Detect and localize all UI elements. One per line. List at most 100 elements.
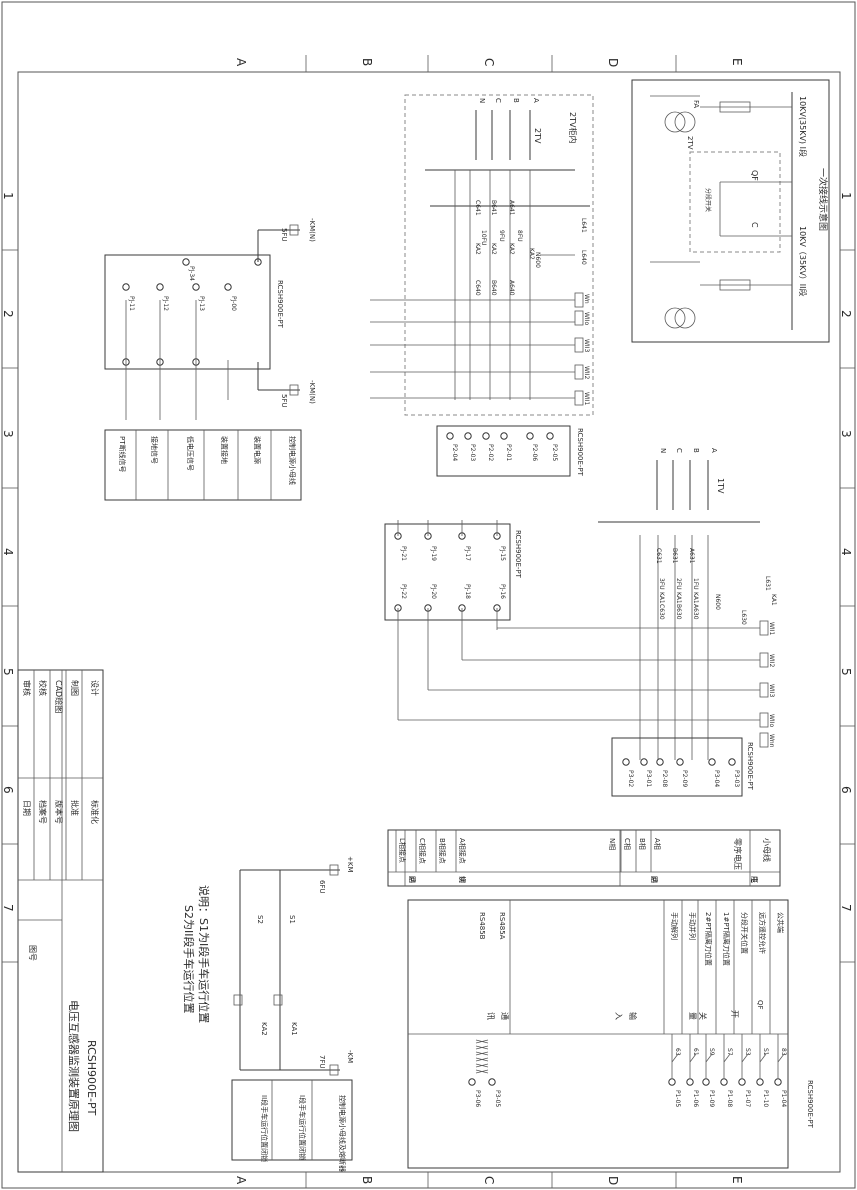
tv1-fuse-1: B631 — [671, 548, 678, 564]
io-comm-0: RS485A — [498, 912, 506, 940]
legend-phase-2: C相 — [623, 838, 632, 850]
tv1-terminal-2 — [656, 758, 664, 766]
left-contact-2: PJ-12 — [162, 296, 169, 311]
zone-bottom-B: B — [360, 1176, 374, 1184]
tv1-contact-2: KA1 — [658, 592, 665, 604]
left-contact-0: PJ-34 — [188, 266, 195, 281]
legend-side-7: 路 — [408, 876, 417, 883]
tv1-terminal-label-5: P3-03 — [733, 770, 740, 787]
io-label-6: 63 — [674, 1048, 681, 1056]
row-left-7: 7 — [1, 904, 15, 912]
cab-bus-1: WIIo — [583, 312, 590, 325]
io-point-label-2: P1-07 — [744, 1090, 751, 1107]
io-comm-term-label-1: P3-06 — [474, 1090, 481, 1107]
io-point-0 — [774, 1078, 782, 1086]
io-point-3 — [720, 1078, 728, 1086]
cab-terminal-label-2: P2-02 — [487, 444, 494, 461]
io-side-0: 开 — [730, 1010, 739, 1018]
tb-left-3: 校核 — [38, 680, 48, 696]
legend-side-3: 路 — [650, 876, 659, 883]
io-row-2: 分段开关位置 — [740, 912, 749, 954]
tv1-fuse-2: C631 — [655, 548, 662, 564]
tv1-wire-2: C630 — [658, 604, 665, 620]
cab-terminal-3 — [500, 432, 508, 440]
s1-label: S1 — [288, 915, 296, 924]
cab-bus-2: WII3 — [583, 339, 590, 352]
zone-top-C: C — [482, 58, 496, 66]
tv1-phase-A: A — [710, 448, 718, 453]
left-term-mid — [122, 283, 130, 291]
io-row-1: 远方遥控允许 — [758, 912, 767, 954]
mid-top-3: PJ-15 — [499, 546, 506, 561]
tb-title: 电压互感器监测装置原理图 — [67, 1000, 80, 1132]
tv1-wire-3: N600 — [714, 594, 721, 610]
tb-left-0: 设计 — [90, 680, 100, 696]
mid-bot-1: PJ-20 — [430, 584, 437, 599]
left-table-2: 装置接地 — [220, 436, 229, 464]
row-right-4: 4 — [839, 548, 853, 556]
cab-terminal-label-3: P2-01 — [505, 444, 512, 461]
tv1-terminal-3 — [676, 758, 684, 766]
io-point-label-6: P1-05 — [674, 1090, 681, 1107]
pt-cabinet-tv: 2TV — [533, 128, 542, 144]
io-point-6 — [668, 1078, 676, 1086]
pt-cabinet-title: 2TV柜内 — [568, 112, 578, 143]
km-positive: +KM — [346, 856, 354, 873]
cab-terminal-label-0: P2-04 — [451, 444, 458, 461]
io-device-name: RCSH900E-PT — [806, 1080, 814, 1129]
primary-diagram: 10KV(35KV) I段 10KV（35KV）II段 一次接线示意图 QF C… — [631, 79, 830, 343]
legend-voltage: 零序电压 — [733, 838, 743, 870]
cab-bus-0: Wn — [583, 294, 590, 304]
io-label-1: S1 — [762, 1048, 769, 1056]
tv1-contact-4: L631 — [764, 576, 771, 591]
cab-wire-3: N600 — [534, 252, 541, 268]
legend-point-2: C相接点 — [418, 838, 427, 864]
bus2-label: 10KV（35KV）II段 — [798, 226, 808, 297]
legend-point-0: A相接点 — [458, 838, 467, 864]
row-left-2: 2 — [1, 310, 15, 318]
notes-table-2: II段手车运行位置闭锁 — [260, 1095, 269, 1162]
c-label: C — [750, 222, 759, 228]
tv1-terminal-label-4: P3-04 — [713, 770, 720, 787]
cab-terminal-1 — [464, 432, 472, 440]
legend-point-1: B相接点 — [438, 838, 447, 864]
cab-terminal-label-1: P2-03 — [469, 444, 476, 461]
cab-terminal-2 — [482, 432, 490, 440]
io-point-2 — [738, 1078, 746, 1086]
left-kmn-top: -KM(N) — [308, 218, 316, 242]
zone-bottom-D: D — [606, 1176, 620, 1185]
tb-left-1: 制图 — [70, 680, 80, 696]
io-comm-term-1 — [468, 1078, 476, 1086]
note-line-2: S2为II段手车运行位置 — [182, 905, 196, 1013]
row-left-4: 4 — [1, 548, 15, 556]
tv1-wire-4: L630 — [740, 610, 747, 625]
fu7: 7FU — [318, 1055, 326, 1069]
row-left-3: 3 — [1, 430, 15, 438]
legend-head: 小母线 — [762, 838, 772, 862]
io-point-label-5: P1-06 — [692, 1090, 699, 1107]
zone-bottom-E: E — [730, 1176, 744, 1184]
tv1-contact-1: KA1 — [675, 592, 682, 604]
tv1-terminal-label-3: P2-09 — [681, 770, 688, 787]
cab-fuse-1: B641 — [490, 200, 497, 216]
tb-right-1: 批准 — [70, 800, 80, 816]
io-row-0: 公共端 — [776, 912, 785, 933]
mid-top-1: PJ-19 — [430, 546, 437, 561]
pt-cabinet-terminal-title: RCSH900E-PT — [576, 428, 584, 477]
notes-table-1: I段手车运行位置闭锁 — [298, 1095, 307, 1160]
cab-fuse-2: C641 — [474, 200, 481, 216]
tv1-fuse-0: A631 — [688, 548, 695, 564]
cab-bus-4: WII1 — [583, 392, 590, 405]
row-right-7: 7 — [839, 904, 853, 912]
tv1-terminal-0 — [622, 758, 630, 766]
io-side-6: 讯 — [486, 1012, 495, 1020]
tv1-terminal-5 — [728, 758, 736, 766]
io-label-3: S7 — [726, 1048, 733, 1056]
io-side-1: 关 — [698, 1012, 708, 1020]
legend-side-0: 电 — [750, 876, 759, 883]
row-left-6: 6 — [1, 786, 15, 794]
io-point-label-4: P1-09 — [708, 1090, 715, 1107]
